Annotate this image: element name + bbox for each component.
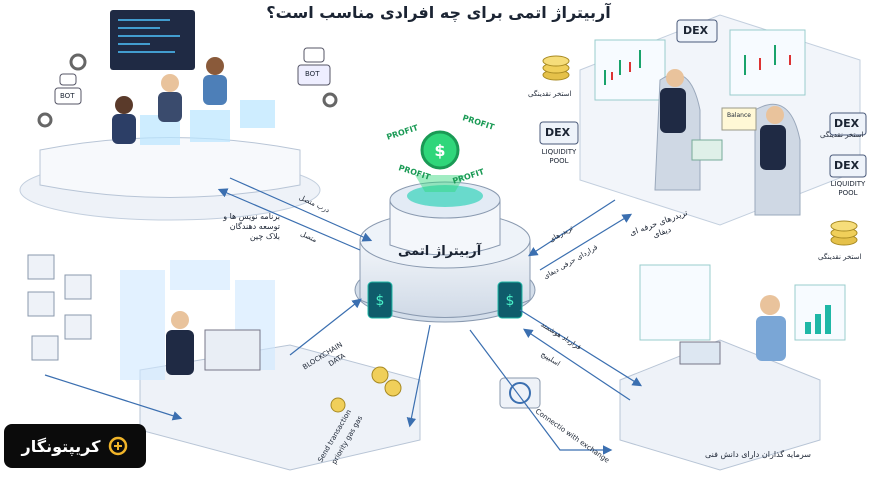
svg-text:$: $ (376, 293, 385, 309)
svg-text:$: $ (434, 141, 445, 160)
developer-avatar (115, 96, 133, 114)
investor-platform (619, 264, 846, 471)
bot-label: BOT (60, 92, 75, 100)
liquidity-pool-coins (830, 220, 858, 246)
trader-avatar (766, 106, 784, 124)
developer-avatar (161, 74, 179, 92)
dex-label: DEX (834, 159, 860, 172)
dex-label: DEX (834, 117, 860, 130)
liquidity-pool-fa-label: استخر نقدینگی (820, 131, 864, 139)
balance-label: Balance (727, 112, 751, 119)
vr-platform (120, 260, 421, 471)
svg-text:$: $ (506, 293, 515, 309)
trader-avatar (666, 69, 684, 87)
developers-label: برنامه نویس ها و توسعه دهندگان بلاک چین (223, 212, 280, 241)
dollar-panel (367, 281, 393, 319)
coin-icon (384, 379, 402, 397)
tablet (679, 341, 721, 365)
liquidity-pool-label: LIQUIDITY POOL (830, 180, 866, 197)
gear-icon (322, 92, 338, 108)
liquidity-pool-fa-label: استخر نقدینگی (528, 90, 572, 98)
dex-box (829, 154, 867, 178)
gear-icon (69, 53, 87, 71)
report-panel (639, 264, 711, 341)
bot-icon (297, 47, 331, 86)
center-device-label: آربیتراژ اتمی (398, 244, 482, 259)
brand-logo-icon (109, 436, 128, 456)
trader-platform (579, 14, 861, 226)
connection-arrows (44, 177, 643, 455)
coin-icon (330, 397, 346, 413)
dex-label: DEX (683, 24, 709, 37)
liquidity-pool-label: LIQUIDITY POOL (541, 148, 577, 165)
brand-logo-text: کریپتونگار (21, 436, 101, 456)
dollar-gear-icon (420, 130, 460, 170)
dollar-panel (497, 281, 523, 319)
brand-logo: کریپتونگار (4, 424, 146, 468)
dex-box (829, 112, 867, 136)
investors-label: سرمایه گذاران دارای دانش فنی (705, 450, 811, 459)
coin-icon (371, 366, 389, 384)
bot-label: BOT (305, 70, 320, 78)
dex-label: DEX (545, 126, 571, 139)
vr-user-avatar (171, 311, 189, 329)
blockchain-blocks (27, 254, 92, 361)
developer-platform (19, 10, 321, 221)
dex-box (539, 121, 579, 145)
bot-icon (54, 73, 82, 105)
gear-icon (37, 112, 53, 128)
computer-monitor (204, 329, 261, 371)
developer-avatar (206, 57, 224, 75)
candlestick-screen (729, 29, 806, 96)
sync-exchange-icon (499, 377, 541, 409)
code-monitor (110, 10, 195, 70)
investor-avatar (760, 295, 780, 315)
liquidity-pool-coins (542, 55, 570, 81)
balance-card (721, 107, 757, 131)
page-title: آربیتراژ اتمی برای چه افرادی مناسب است؟ (266, 3, 611, 22)
atomic-arbitrage-device: $ $ $ (354, 130, 536, 323)
dex-box (676, 19, 718, 43)
liquidity-pool-fa-label: استخر نقدینگی (818, 253, 862, 261)
